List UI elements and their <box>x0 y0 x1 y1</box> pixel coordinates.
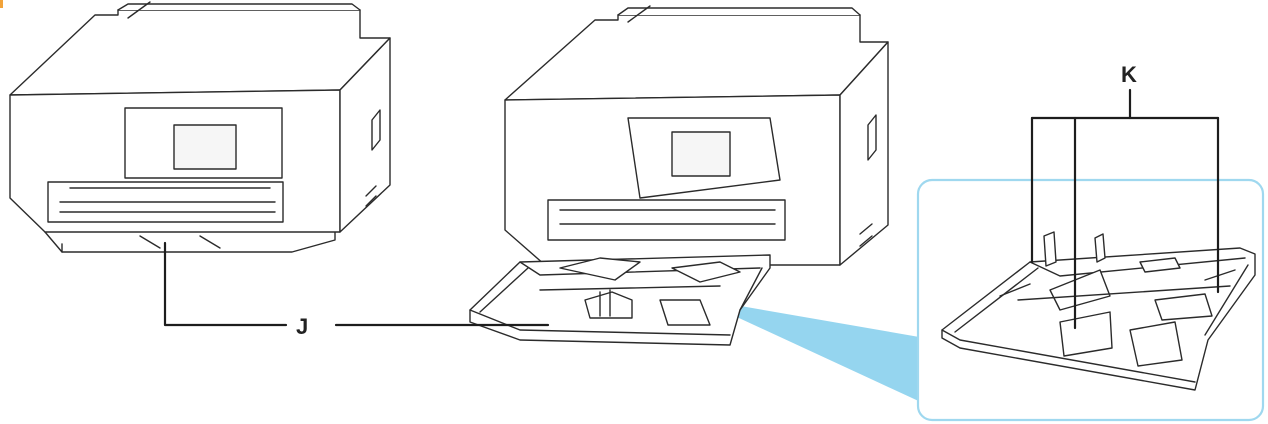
printer-closed <box>10 2 390 252</box>
callout-label-j: J <box>296 316 308 338</box>
printer-tray-open <box>470 6 888 345</box>
callout-label-k: K <box>1121 64 1137 86</box>
